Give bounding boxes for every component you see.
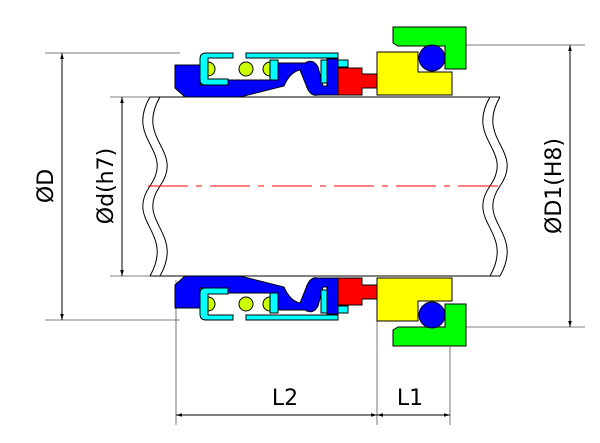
extension-lines xyxy=(45,44,585,425)
seal-assembly-top xyxy=(174,26,467,98)
spring-retainer xyxy=(199,52,234,86)
spring xyxy=(262,61,271,77)
bellows xyxy=(174,58,339,98)
retainer-tab xyxy=(269,59,279,81)
label-l1: L1 xyxy=(397,386,423,411)
stationary-seat xyxy=(376,51,453,96)
label-outer-diameter: ØD xyxy=(34,169,59,203)
seal-assembly-bottom xyxy=(174,275,467,347)
label-l2: L2 xyxy=(272,386,298,411)
spring xyxy=(207,61,216,77)
retainer-tab xyxy=(337,59,349,68)
o-ring xyxy=(418,44,446,72)
label-shaft-diameter: Ød(h7) xyxy=(94,148,119,224)
retainer-top-bar xyxy=(245,52,339,59)
seal-face xyxy=(337,67,378,96)
retainer-tab xyxy=(320,59,328,84)
spring xyxy=(238,61,254,77)
label-seat-diameter: ØD1(H8) xyxy=(542,138,567,234)
